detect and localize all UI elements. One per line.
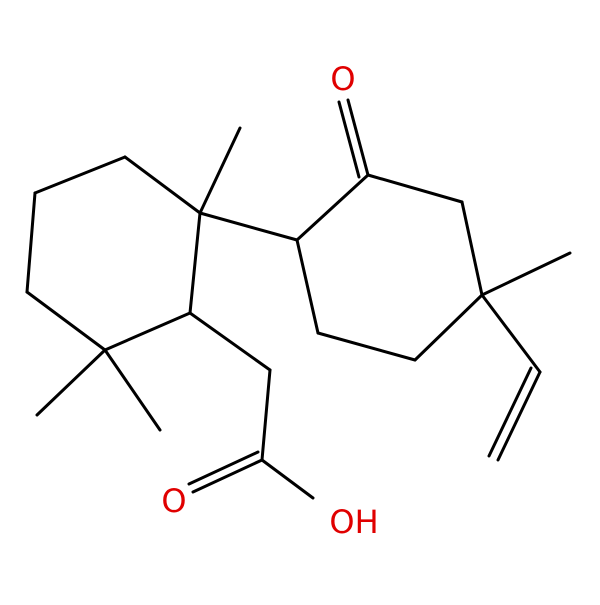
- bond-ring1-c3-c4: [103, 311, 192, 352]
- bond-ring2-c5-c6: [316, 331, 417, 362]
- bond-vinyl-double-a: [496, 370, 542, 462]
- atom-labels: O O OH: [161, 60, 378, 541]
- bond-ring1-c4-c5: [25, 290, 107, 352]
- bond-ring2-c1-c2: [295, 173, 370, 242]
- bond-ring2-c4-c5: [413, 293, 484, 362]
- bond-gem-methyl-left: [35, 348, 107, 417]
- bond-ring2-c2-c3: [366, 173, 464, 204]
- bond-carboxyl-o-double-b: [187, 450, 260, 486]
- bond-carboxyl-oh: [260, 458, 315, 500]
- bond-carboxyl-o-double-a: [191, 458, 264, 494]
- bond-ring-link: [198, 211, 299, 242]
- bond-vinyl-single: [480, 293, 542, 374]
- bond-ring2-c6-c1: [295, 238, 320, 335]
- bond-ring1-c5-c6: [25, 191, 37, 294]
- bond-vinyl-double-b: [487, 366, 533, 458]
- bond-methyl-quaternary: [198, 126, 242, 215]
- bond-ketone-double-a: [346, 98, 370, 177]
- bond-methyl-ring2: [480, 251, 572, 297]
- bond-ring2-c3-c4: [460, 200, 484, 297]
- bond-ch2-carboxyl: [260, 368, 272, 462]
- hydroxyl-label: OH: [329, 503, 378, 541]
- bond-ch2: [188, 311, 272, 372]
- ketone-oxygen-label: O: [330, 60, 355, 98]
- bond-ring1-c2-c3: [188, 211, 202, 315]
- bond-ring1-c1-c2: [123, 155, 202, 215]
- carbonyl-oxygen-label: O: [161, 482, 186, 520]
- bond-ring1-c6-c1: [33, 155, 127, 195]
- bond-lines: [25, 98, 572, 500]
- bond-ketone-double-b: [337, 100, 361, 179]
- bond-gem-methyl-right: [103, 348, 162, 432]
